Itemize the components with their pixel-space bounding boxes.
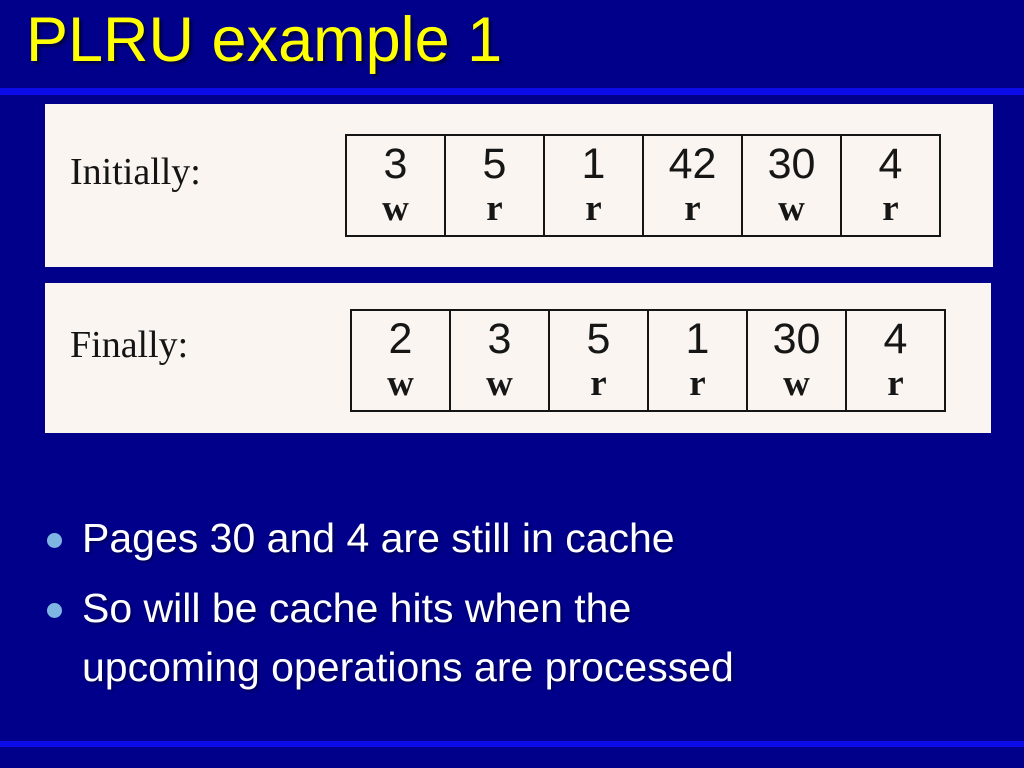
panel-initially-label: Initially: [70,151,201,193]
cache-cell-page: 30 [767,140,816,188]
cache-cell: 30 w [741,134,842,237]
cache-cell-page: 4 [878,140,903,188]
cache-cell: 4 r [840,134,941,237]
cache-cell: 1 r [647,309,748,412]
cache-cell-page: 2 [388,315,413,363]
cache-cell-op: r [887,363,904,404]
title-underline [0,88,1024,95]
cache-cell-op: r [486,188,503,229]
bullet-icon [47,603,62,618]
cache-cell-op: w [783,363,810,404]
cache-cell: 30 w [746,309,847,412]
cache-cell: 2 w [350,309,451,412]
list-item: Pages 30 and 4 are still in cache [47,509,847,568]
cache-cell: 5 r [548,309,649,412]
cache-cell-page: 3 [383,140,408,188]
cache-cell-page: 1 [581,140,606,188]
cache-cell-op: r [590,363,607,404]
cache-cell: 3 w [449,309,550,412]
cache-cell-page: 3 [487,315,512,363]
slide-title: PLRU example 1 [26,5,503,75]
cache-cell-op: w [486,363,513,404]
cache-cell-page: 5 [586,315,611,363]
cache-cell: 3 w [345,134,446,237]
cache-cell-op: r [882,188,899,229]
cache-cell: 4 r [845,309,946,412]
cache-cell-op: w [382,188,409,229]
bullet-text: So will be cache hits when the upcoming … [82,585,734,690]
cache-cell-page: 1 [685,315,710,363]
list-item: So will be cache hits when the upcoming … [47,579,847,697]
footer-rule [0,741,1024,747]
bullet-list: Pages 30 and 4 are still in cache So wil… [47,509,847,708]
cache-cell-page: 4 [883,315,908,363]
cache-cell-page: 30 [772,315,821,363]
cache-cell-op: r [585,188,602,229]
cache-cell: 42 r [642,134,743,237]
panel-finally: Finally: 2 w 3 w 5 r 1 r 30 w [45,283,991,433]
cache-table-finally: 2 w 3 w 5 r 1 r 30 w 4 r [350,309,946,412]
cache-cell: 5 r [444,134,545,237]
cache-cell: 1 r [543,134,644,237]
cache-cell-op: w [387,363,414,404]
cache-table-initially: 3 w 5 r 1 r 42 r 30 w 4 r [345,134,941,237]
bullet-text: Pages 30 and 4 are still in cache [82,515,675,561]
cache-cell-op: w [778,188,805,229]
cache-cell-page: 5 [482,140,507,188]
cache-cell-op: r [689,363,706,404]
cache-cell-op: r [684,188,701,229]
panel-finally-label: Finally: [70,324,189,366]
cache-cell-page: 42 [668,140,717,188]
bullet-icon [47,533,62,548]
panel-initially: Initially: 3 w 5 r 1 r 42 r 30 w [45,104,993,267]
